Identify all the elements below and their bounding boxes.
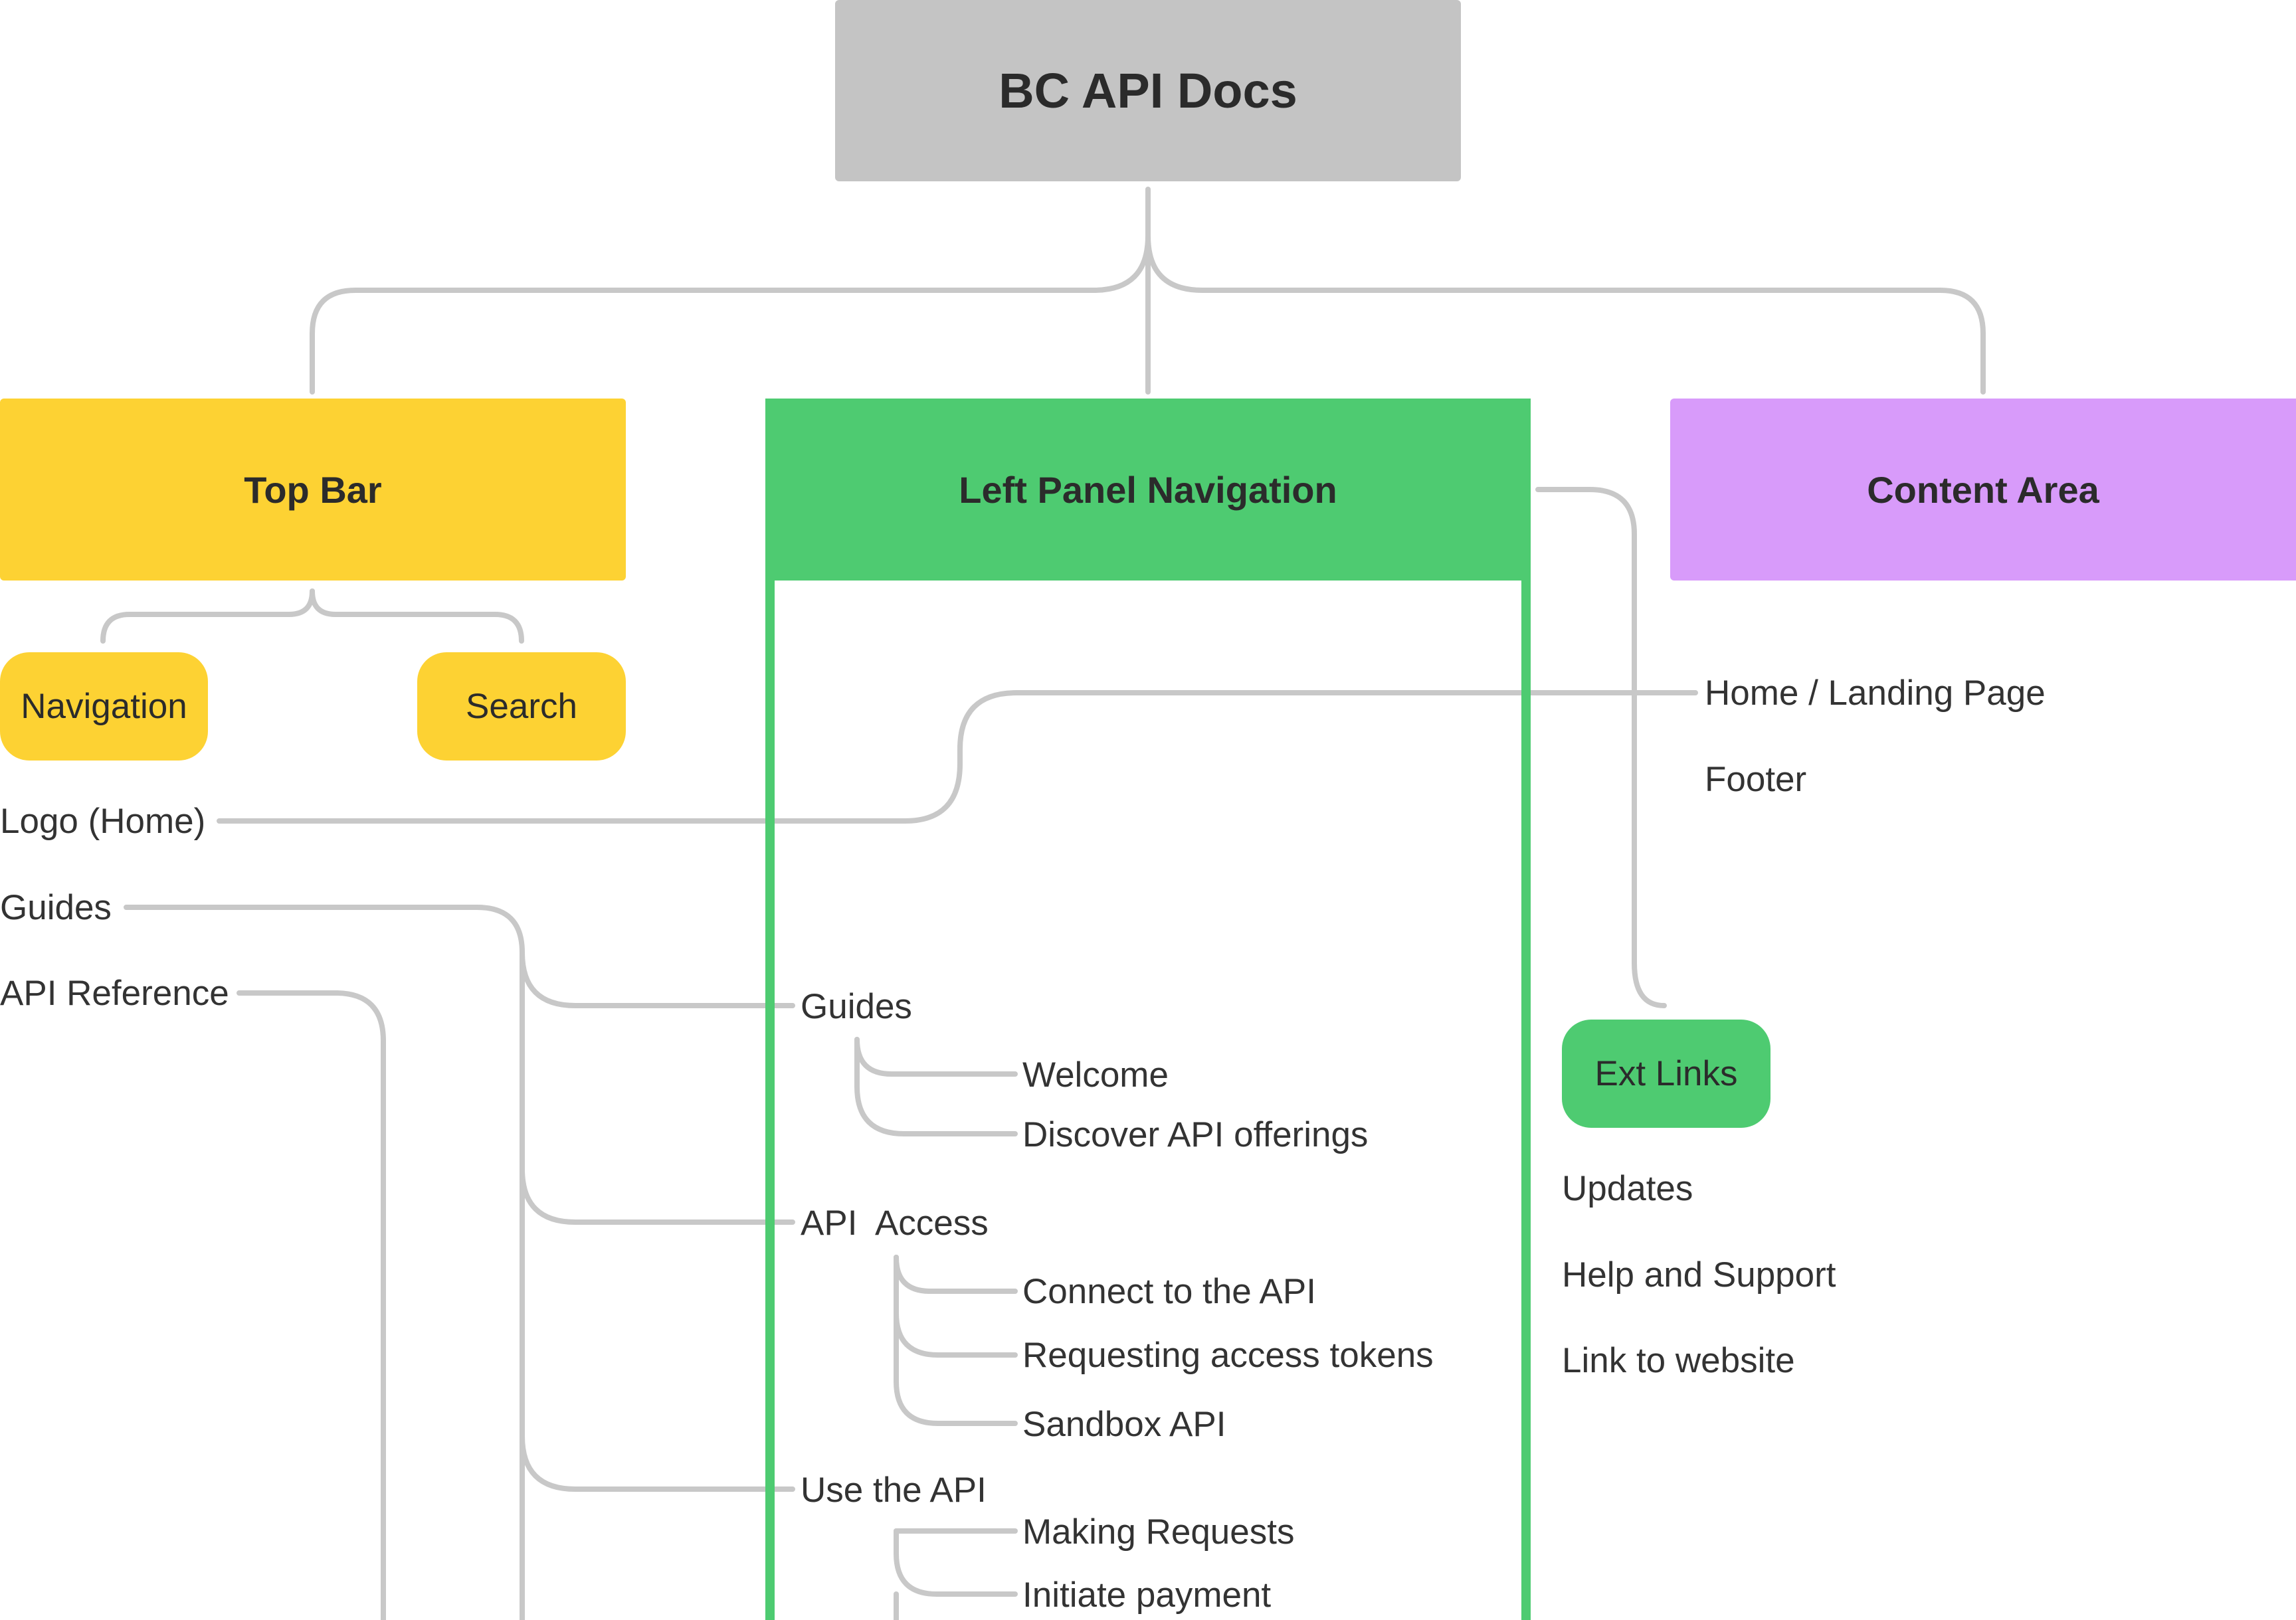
- section-guides: Guides: [801, 987, 912, 1026]
- ext-item-link-website: Link to website: [1562, 1341, 1795, 1380]
- section-item-making-requests: Making Requests: [1022, 1512, 1295, 1552]
- section-item-welcome: Welcome: [1022, 1055, 1169, 1095]
- root-to-topbar-line: [310, 233, 1151, 395]
- root-node: BC API Docs: [835, 0, 1461, 181]
- ext-item-help-support: Help and Support: [1562, 1255, 1836, 1295]
- ext-item-updates: Updates: [1562, 1169, 1693, 1208]
- guides-to-sections-line: [124, 905, 525, 1620]
- panel-to-extlinks-line: [1535, 487, 1667, 1008]
- left-panel-node: Left Panel Navigation: [765, 399, 1531, 581]
- search-pill: Search: [417, 652, 626, 761]
- content-area-node: Content Area: [1670, 399, 2296, 581]
- section-use-api: Use the API: [801, 1471, 987, 1510]
- root-to-content-line: [1145, 233, 1986, 395]
- logo-to-home-line: [217, 690, 1698, 824]
- section-item-discover-api: Discover API offerings: [1022, 1115, 1369, 1154]
- section-item-initiate-payment: Initiate payment: [1022, 1575, 1272, 1615]
- top-bar-label: Top Bar: [244, 468, 382, 511]
- content-item-home-landing: Home / Landing Page: [1705, 674, 2046, 713]
- ext-links-pill: Ext Links: [1562, 1020, 1770, 1128]
- search-label: Search: [466, 687, 577, 726]
- nav-item-guides: Guides: [0, 888, 112, 927]
- root-label: BC API Docs: [999, 63, 1297, 118]
- content-item-footer: Footer: [1705, 760, 1807, 799]
- topbar-to-children-line: [100, 588, 315, 644]
- content-area-label: Content Area: [1867, 468, 2099, 511]
- nav-item-api-reference: API Reference: [0, 974, 229, 1013]
- left-panel-label: Left Panel Navigation: [959, 468, 1337, 511]
- navigation-label: Navigation: [21, 687, 187, 726]
- section-api-access: API Access: [801, 1204, 989, 1243]
- section-item-connect-api: Connect to the API: [1022, 1272, 1316, 1311]
- section-item-sandbox-api: Sandbox API: [1022, 1405, 1226, 1444]
- section-item-access-tokens: Requesting access tokens: [1022, 1336, 1434, 1375]
- ext-links-label: Ext Links: [1594, 1054, 1738, 1093]
- nav-item-logo-home: Logo (Home): [0, 802, 206, 841]
- top-bar-node: Top Bar: [0, 399, 626, 581]
- navigation-pill: Navigation: [0, 652, 208, 761]
- left-panel-frame: [765, 399, 1531, 1620]
- api-reference-line: [237, 990, 386, 1620]
